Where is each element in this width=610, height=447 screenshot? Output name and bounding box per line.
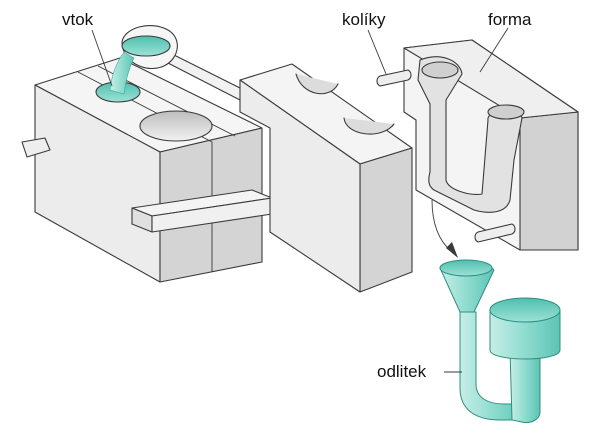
- casting-sprue-top: [440, 260, 492, 276]
- casting-riser-top: [490, 298, 560, 322]
- drag-side-face: [520, 112, 578, 250]
- cope-front-face: [360, 148, 412, 292]
- riser-hole: [140, 111, 212, 141]
- label-casting: odlitek: [377, 362, 427, 381]
- ladle-metal: [122, 36, 170, 56]
- label-sprue: vtok: [62, 10, 94, 29]
- cavity-sprue-top: [422, 62, 458, 78]
- result-arrow-head: [446, 242, 458, 258]
- label-mold: forma: [488, 10, 532, 29]
- cope-half: [240, 64, 412, 292]
- pins-leader-line: [368, 30, 386, 74]
- casting-part: [440, 260, 560, 423]
- cavity-riser-top: [488, 105, 524, 119]
- label-pins: kolíky: [342, 10, 386, 29]
- drag-half: [404, 40, 578, 250]
- casting-riser-neck: [510, 350, 540, 423]
